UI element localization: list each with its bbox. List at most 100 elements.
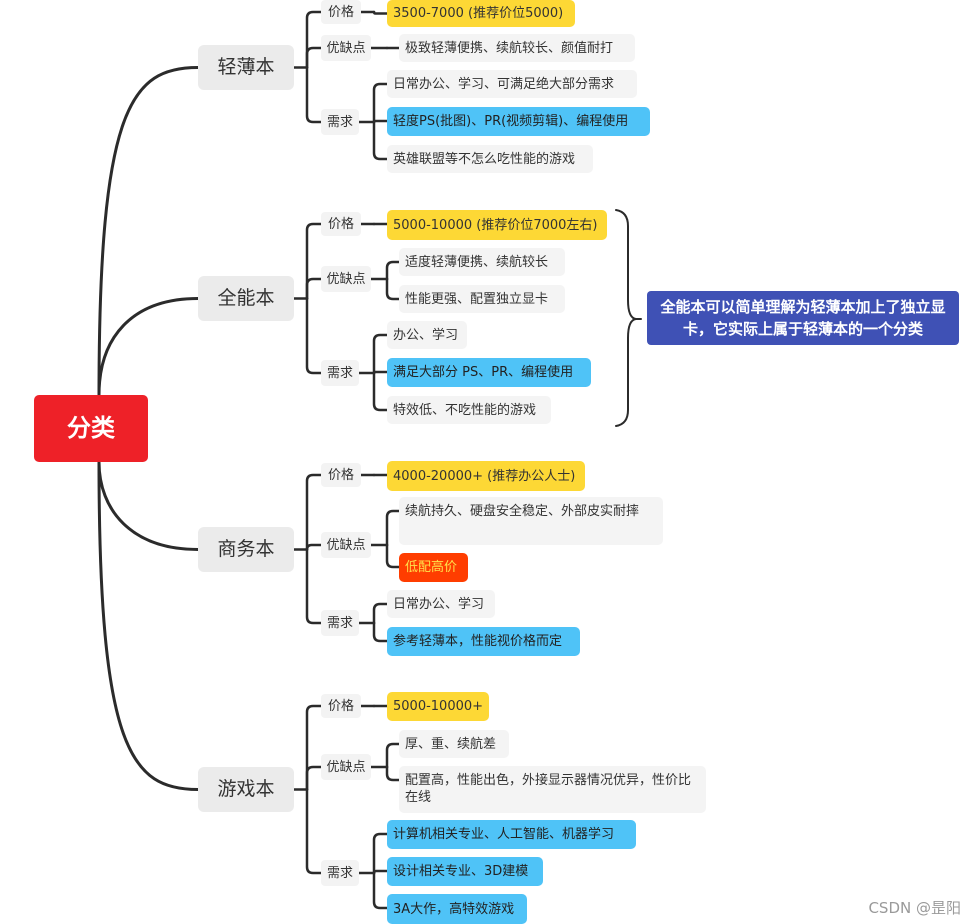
connector-line	[385, 509, 401, 547]
leaf-node-text: 极致轻薄便携、续航较长、颜值耐打	[405, 40, 614, 56]
leaf-node[interactable]: 配置高，性能出色，外接显示器情况优异，性价比在线	[399, 766, 706, 813]
leaf-node[interactable]: 设计相关专业、3D建模	[387, 857, 543, 886]
leaf-node-text: 4000-20000+ (推荐办公人士)	[393, 468, 576, 484]
leaf-node[interactable]: 续航持久、硬盘安全稳定、外部皮实耐摔	[399, 497, 663, 545]
aspect-pros-cons-text: 优缺点	[326, 40, 366, 56]
leaf-node[interactable]: 日常办公、学习	[387, 590, 495, 618]
aspect-demand-text: 需求	[326, 865, 353, 881]
aspect-pros-cons[interactable]: 优缺点	[321, 754, 371, 780]
leaf-node[interactable]: 5000-10000 (推荐价位7000左右)	[387, 210, 607, 240]
leaf-node[interactable]: 参考轻薄本，性能视价格而定	[387, 627, 580, 656]
aspect-price-text: 价格	[327, 4, 354, 20]
connector-line	[305, 222, 323, 300]
connector-line	[305, 765, 323, 791]
connector-line	[305, 704, 323, 791]
leaf-node-text: 3A大作，高特效游戏	[393, 901, 515, 917]
aspect-demand-text: 需求	[326, 114, 353, 130]
aspect-demand[interactable]: 需求	[321, 109, 359, 135]
connector-line	[305, 543, 323, 551]
aspect-price-text: 价格	[327, 698, 354, 714]
aspect-price[interactable]: 价格	[321, 212, 361, 236]
leaf-node-text: 轻度PS(批图)、PR(视频剪辑)、编程使用	[393, 114, 629, 129]
connector-line	[385, 765, 401, 782]
leaf-node-text: 适度轻薄便携、续航较长	[405, 254, 549, 270]
leaf-node[interactable]: 英雄联盟等不怎么吃性能的游戏	[387, 145, 593, 173]
leaf-node-text: 5000-10000+	[393, 699, 484, 714]
leaf-node[interactable]: 极致轻薄便携、续航较长、颜值耐打	[399, 34, 635, 62]
connector-line	[305, 66, 323, 124]
category-node[interactable]: 全能本	[198, 276, 294, 321]
connector-line	[385, 543, 401, 569]
leaf-node-text: 5000-10000 (推荐价位7000左右)	[393, 217, 598, 233]
aspect-demand-text: 需求	[326, 615, 353, 631]
aspect-pros-cons-text: 优缺点	[326, 537, 366, 553]
leaf-node[interactable]: 3500-7000 (推荐价位5000)	[387, 0, 575, 27]
connector-line	[305, 548, 323, 625]
connector-line	[305, 277, 323, 300]
leaf-node-text: 计算机相关专业、人工智能、机器学习	[393, 827, 615, 842]
watermark: CSDN @昰阳	[868, 899, 961, 917]
aspect-pros-cons[interactable]: 优缺点	[321, 35, 371, 61]
leaf-node[interactable]: 计算机相关专业、人工智能、机器学习	[387, 820, 636, 849]
connector-line	[305, 473, 323, 551]
aspect-demand[interactable]: 需求	[321, 610, 359, 636]
leaf-node[interactable]: 轻度PS(批图)、PR(视频剪辑)、编程使用	[387, 107, 650, 136]
connector-line	[305, 46, 323, 69]
aspect-price[interactable]: 价格	[321, 0, 361, 24]
aspect-pros-cons[interactable]: 优缺点	[321, 266, 371, 292]
aspect-price[interactable]: 价格	[321, 463, 361, 487]
category-node-text: 全能本	[217, 287, 275, 309]
category-node-text: 商务本	[217, 538, 275, 560]
leaf-node-text: 参考轻薄本，性能视价格而定	[393, 634, 563, 649]
connector-line	[385, 277, 401, 301]
connector-line	[385, 260, 401, 281]
connector-line	[97, 297, 200, 397]
connector-line	[372, 602, 389, 625]
leaf-node[interactable]: 4000-20000+ (推荐办公人士)	[387, 461, 585, 491]
leaf-node-text: 性能更强、配置独立显卡	[405, 291, 549, 307]
connector-line	[97, 66, 200, 397]
aspect-demand[interactable]: 需求	[321, 860, 359, 886]
aspect-price[interactable]: 价格	[321, 694, 361, 718]
leaf-node[interactable]: 性能更强、配置独立显卡	[399, 285, 565, 313]
connector-line	[372, 10, 389, 15]
leaf-node-text: 设计相关专业、3D建模	[393, 864, 529, 879]
aspect-price-text: 价格	[327, 216, 354, 232]
aspect-demand[interactable]: 需求	[321, 360, 359, 386]
leaf-node[interactable]: 3A大作，高特效游戏	[387, 894, 527, 924]
leaf-node[interactable]: 厚、重、续航差	[399, 730, 509, 758]
connector-line	[305, 788, 323, 875]
leaf-node[interactable]: 5000-10000+	[387, 692, 489, 721]
connector-line	[372, 869, 389, 875]
leaf-node-text: 英雄联盟等不怎么吃性能的游戏	[393, 151, 576, 167]
leaf-node[interactable]: 办公、学习	[387, 321, 467, 349]
root-node[interactable]: 分类	[34, 395, 148, 462]
aspect-pros-cons-text: 优缺点	[326, 271, 366, 287]
category-node[interactable]: 轻薄本	[198, 45, 294, 90]
category-node[interactable]: 商务本	[198, 527, 294, 572]
leaf-node[interactable]: 满足大部分 PS、PR、编程使用	[387, 358, 591, 387]
category-node-text: 轻薄本	[217, 56, 275, 78]
connector-line	[615, 209, 637, 427]
connector-line	[385, 742, 401, 769]
aspect-pros-cons[interactable]: 优缺点	[321, 532, 371, 558]
root-label: 分类	[67, 414, 115, 442]
connector-line	[372, 871, 389, 910]
category-node[interactable]: 游戏本	[198, 767, 294, 812]
leaf-node[interactable]: 特效低、不吃性能的游戏	[387, 396, 551, 424]
leaf-node-text: 特效低、不吃性能的游戏	[393, 402, 537, 418]
leaf-node-text: 办公、学习	[393, 327, 459, 343]
aspect-pros-cons-text: 优缺点	[326, 759, 366, 775]
leaf-node-text: 日常办公、学习、可满足绝大部分需求	[393, 76, 615, 92]
leaf-node-text: 3500-7000 (推荐价位5000)	[393, 6, 564, 21]
leaf-node[interactable]: 日常办公、学习、可满足绝大部分需求	[387, 70, 637, 98]
leaf-node[interactable]: 低配高价	[399, 553, 468, 582]
leaf-node-text: 配置高，性能出色，外接显示器情况优异，性价比在线	[405, 773, 692, 805]
connector-line	[372, 370, 389, 375]
note-callout: 全能本可以简单理解为轻薄本加上了独立显卡，它实际上属于轻薄本的一个分类	[647, 291, 959, 345]
leaf-node[interactable]: 适度轻薄便携、续航较长	[399, 248, 565, 276]
connector-line	[372, 120, 389, 161]
connector-line	[372, 371, 389, 412]
category-node-text: 游戏本	[217, 778, 275, 800]
